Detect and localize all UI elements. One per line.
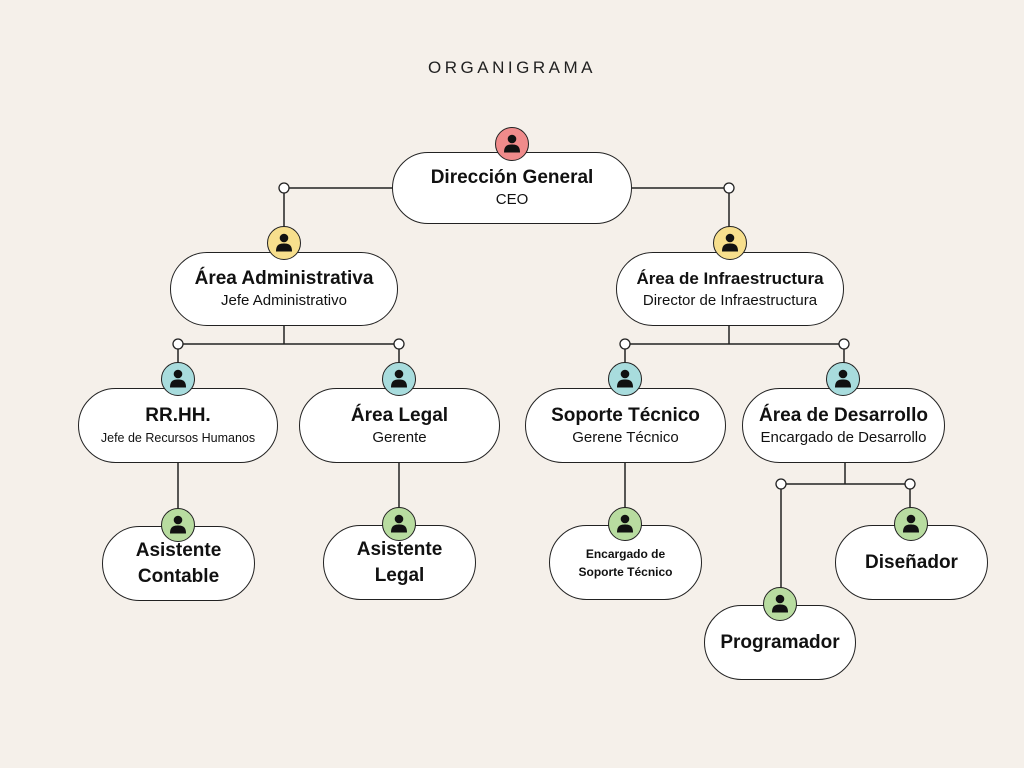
person-icon (382, 362, 416, 396)
person-icon (608, 362, 642, 396)
node-subtitle: Encargado de Desarrollo (760, 428, 927, 446)
node-title: Asistente Legal (356, 538, 443, 586)
node-encargado-soporte: Encargado de Soporte Técnico (549, 525, 702, 600)
node-title: Asistente Contable (135, 539, 222, 587)
node-title: Encargado de Soporte Técnico (578, 546, 673, 579)
node-title: Área Legal (350, 404, 449, 426)
node-subtitle: Jefe de Recursos Humanos (100, 430, 256, 445)
node-subtitle: Jefe Administrativo (221, 292, 347, 309)
node-subtitle: Gerente (372, 428, 427, 446)
node-subtitle: CEO (495, 191, 529, 208)
person-icon (161, 362, 195, 396)
person-icon (763, 587, 797, 621)
node-area-infraestructura: Área de Infraestructura Director de Infr… (616, 252, 844, 326)
node-soporte-tecnico: Soporte Técnico Gerene Técnico (525, 388, 726, 463)
node-subtitle: Director de Infraestructura (642, 292, 818, 309)
node-rrhh: RR.HH. Jefe de Recursos Humanos (78, 388, 278, 463)
person-icon (894, 507, 928, 541)
node-title: Área de Infraestructura (636, 269, 824, 288)
person-icon (826, 362, 860, 396)
chart-title: ORGANIGRAMA (428, 58, 596, 77)
node-asistente-legal: Asistente Legal (323, 525, 476, 600)
person-icon (713, 226, 747, 260)
node-title: RR.HH. (145, 404, 211, 426)
node-title: Dirección General (430, 167, 594, 188)
person-icon (382, 507, 416, 541)
person-icon (495, 127, 529, 161)
person-icon (267, 226, 301, 260)
node-title: Área de Desarrollo (759, 404, 928, 426)
node-area-administrativa: Área Administrativa Jefe Administrativo (170, 252, 398, 326)
node-area-legal: Área Legal Gerente (299, 388, 500, 463)
node-title: Programador (720, 632, 840, 653)
node-area-desarrollo: Área de Desarrollo Encargado de Desarrol… (742, 388, 945, 463)
person-icon (161, 508, 195, 542)
node-title: Área Administrativa (194, 268, 374, 289)
node-title: Soporte Técnico (551, 404, 700, 426)
node-direccion-general: Dirección General CEO (392, 152, 632, 224)
node-title: Diseñador (865, 552, 958, 573)
node-subtitle: Gerene Técnico (572, 428, 679, 446)
person-icon (608, 507, 642, 541)
